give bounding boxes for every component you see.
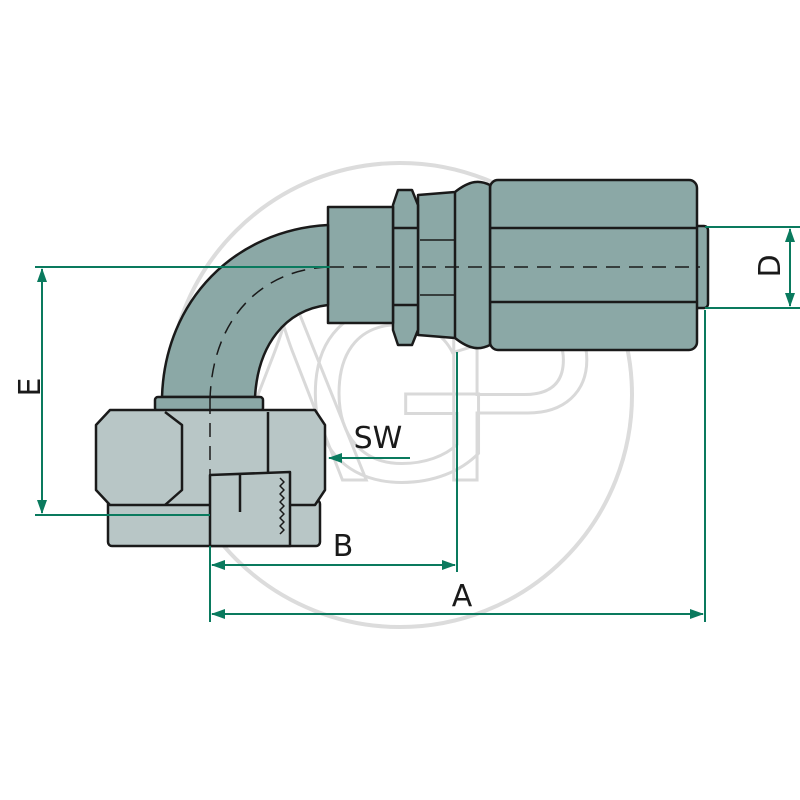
label-e: E: [13, 378, 48, 397]
label-a: A: [452, 579, 473, 614]
nut-cutaway: [208, 470, 292, 548]
dimension-lines: [35, 226, 800, 622]
label-sw: SW: [354, 421, 403, 456]
elbow-socket: [326, 205, 395, 325]
label-b: B: [333, 529, 354, 564]
centerlines: [209, 266, 700, 545]
ferrule-sleeve: [488, 178, 699, 352]
hose-fitting: [94, 178, 710, 548]
label-d: D: [753, 254, 788, 277]
